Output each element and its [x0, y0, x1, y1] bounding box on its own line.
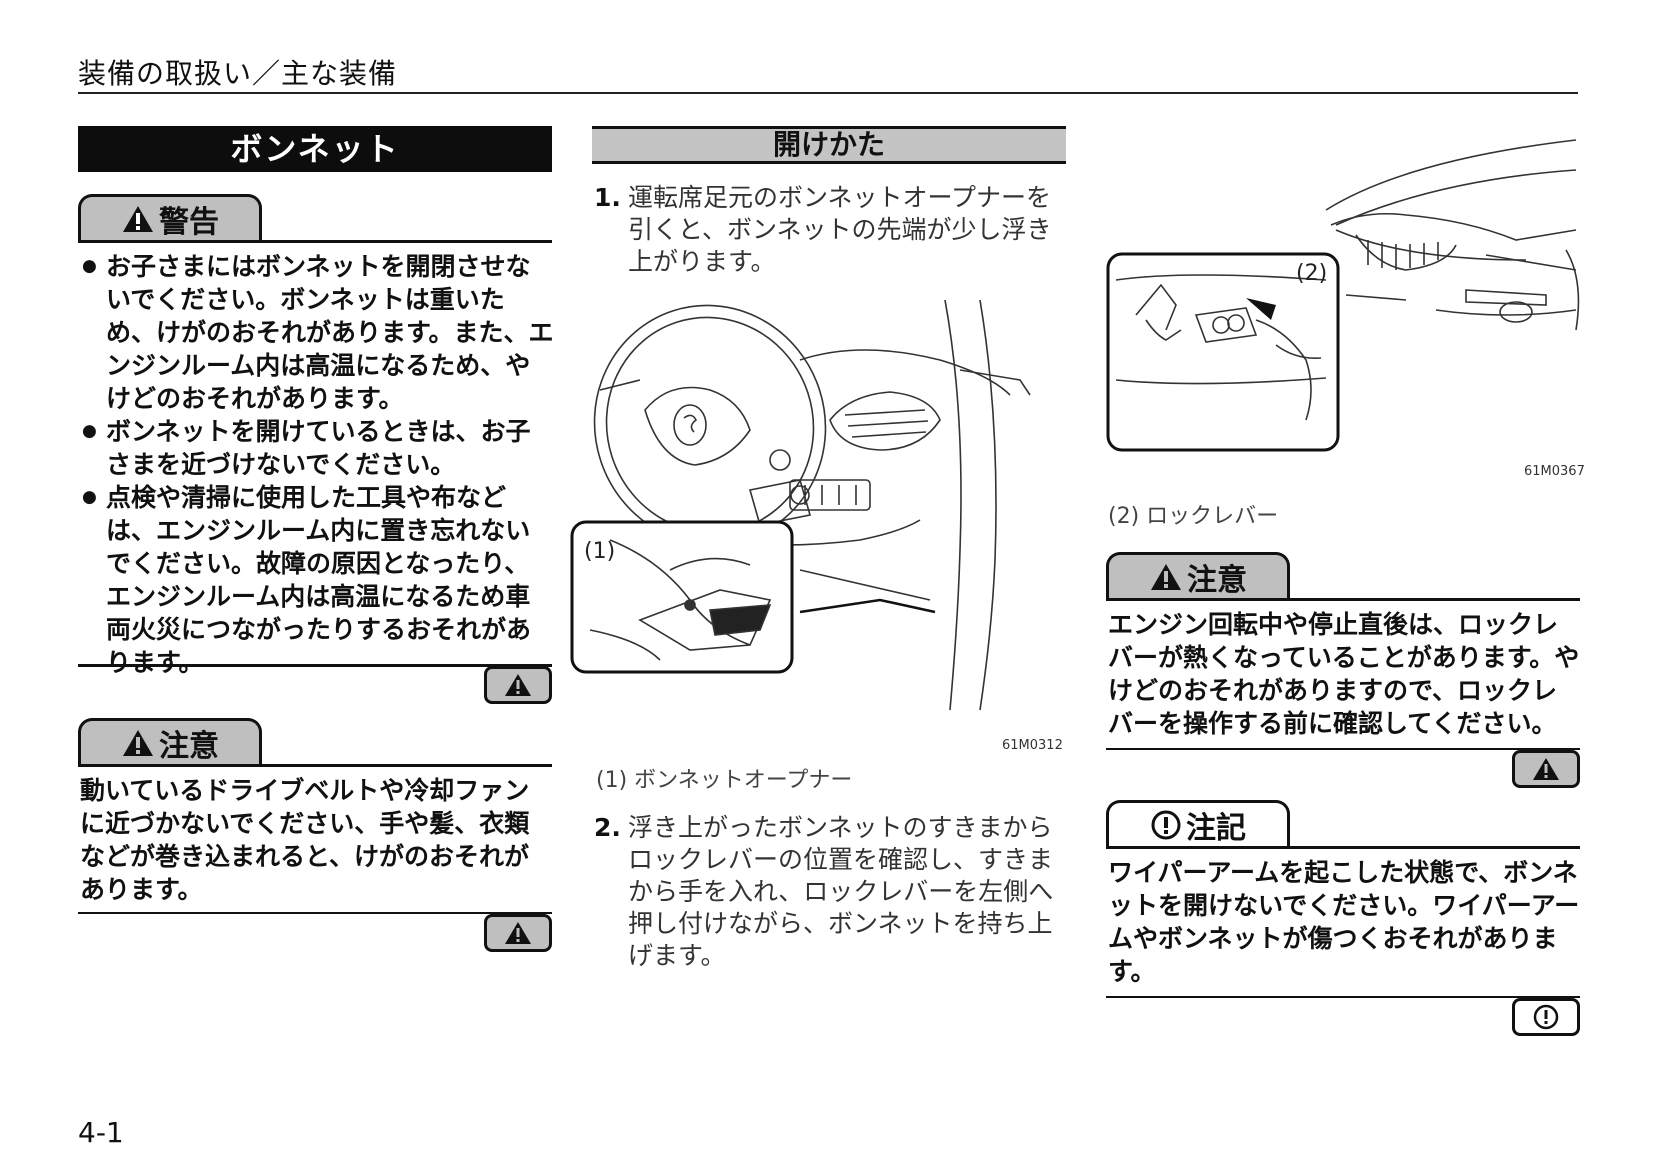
- figure1-code: 61M0312: [1002, 738, 1063, 753]
- warning-item: 点検や清掃に使用した工具や布などは、エンジンルーム内に置き忘れないでください。故…: [80, 481, 554, 679]
- caution2-text: エンジン回転中や停止直後は、ロックレバーが熱くなっていることがあります。やけどの…: [1108, 610, 1580, 738]
- caution-text: 動いているドライブベルトや冷却ファンに近づかないでください、手や髪、衣類などが巻…: [80, 776, 530, 904]
- figure1-callout-label: (1): [584, 539, 615, 564]
- step-2: 2. 浮き上がったボンネットのすきまからロックレバーの位置を確認し、すきまから手…: [594, 812, 1066, 972]
- caution-end-badge: [484, 914, 552, 952]
- caution-label: 注意: [1187, 562, 1247, 598]
- warning-bottom-rule: [78, 664, 552, 667]
- figure2-caption: (2) ロックレバー: [1108, 504, 1279, 529]
- page-number: 4-1: [78, 1116, 124, 1149]
- step-text: 浮き上がったボンネットのすきまからロックレバーの位置を確認し、すきまから手を入れ…: [628, 813, 1054, 970]
- caution-top-rule: [78, 764, 552, 767]
- caution2-top-rule: [1106, 598, 1580, 601]
- warning-triangle-icon: [1533, 758, 1559, 780]
- opening-subtitle: 開けかた: [592, 126, 1066, 164]
- note-end-badge: [1512, 998, 1580, 1036]
- caution2-end-badge: [1512, 750, 1580, 788]
- figure2-callout-label: (2): [1296, 261, 1327, 286]
- warning-triangle-icon: [123, 729, 153, 756]
- caution-label-tab: 注意: [78, 718, 262, 764]
- warning-top-rule: [78, 240, 552, 243]
- note-label: 注記: [1186, 810, 1246, 846]
- figure1-caption: (1) ボンネットオープナー: [596, 768, 853, 793]
- warning-item: ボンネットを開けているときは、お子さまを近づけないでください。: [80, 415, 554, 481]
- warning-triangle-icon: [505, 922, 531, 944]
- warning-triangle-icon: [505, 674, 531, 696]
- warning-end-badge: [484, 666, 552, 704]
- warning-triangle-icon: [1151, 563, 1181, 590]
- warning-item: お子さまにはボンネットを開閉させないでください。ボンネットは重いため、けがのおそ…: [80, 250, 554, 415]
- warning-label: 警告: [159, 204, 219, 240]
- section-title: ボンネット: [78, 126, 552, 172]
- hood-lock-illustration: (2): [1106, 139, 1580, 452]
- caution2-bottom-rule: [1106, 748, 1580, 750]
- step-number: 2.: [594, 813, 621, 842]
- header-divider: [78, 92, 1578, 94]
- step-text: 運転席足元のボンネットオープナーを引くと、ボンネットの先端が少し浮き上がります。: [628, 183, 1052, 276]
- note-text: ワイパーアームを起こした状態で、ボンネットを開けないでください。ワイパーアームや…: [1108, 858, 1580, 986]
- step-number: 1.: [594, 183, 621, 212]
- exclamation-circle-icon: [1151, 810, 1181, 839]
- warning-label-tab: 警告: [78, 194, 262, 240]
- exclamation-circle-icon: [1533, 1004, 1559, 1030]
- figure2-code: 61M0367: [1524, 464, 1585, 479]
- warning-list: お子さまにはボンネットを開閉させないでください。ボンネットは重いため、けがのおそ…: [80, 250, 554, 679]
- step-1: 1. 運転席足元のボンネットオープナーを引くと、ボンネットの先端が少し浮き上がり…: [594, 182, 1066, 278]
- dashboard-illustration: (1): [570, 299, 1031, 711]
- page-header-title: 装備の取扱い／主な装備: [78, 57, 398, 90]
- caution-label-tab: 注意: [1106, 552, 1290, 598]
- note-top-rule: [1106, 846, 1580, 849]
- note-label-tab: 注記: [1106, 800, 1290, 846]
- caution-bottom-rule: [78, 912, 552, 914]
- note-bottom-rule: [1106, 996, 1580, 998]
- caution-label: 注意: [159, 728, 219, 764]
- warning-triangle-icon: [123, 205, 153, 232]
